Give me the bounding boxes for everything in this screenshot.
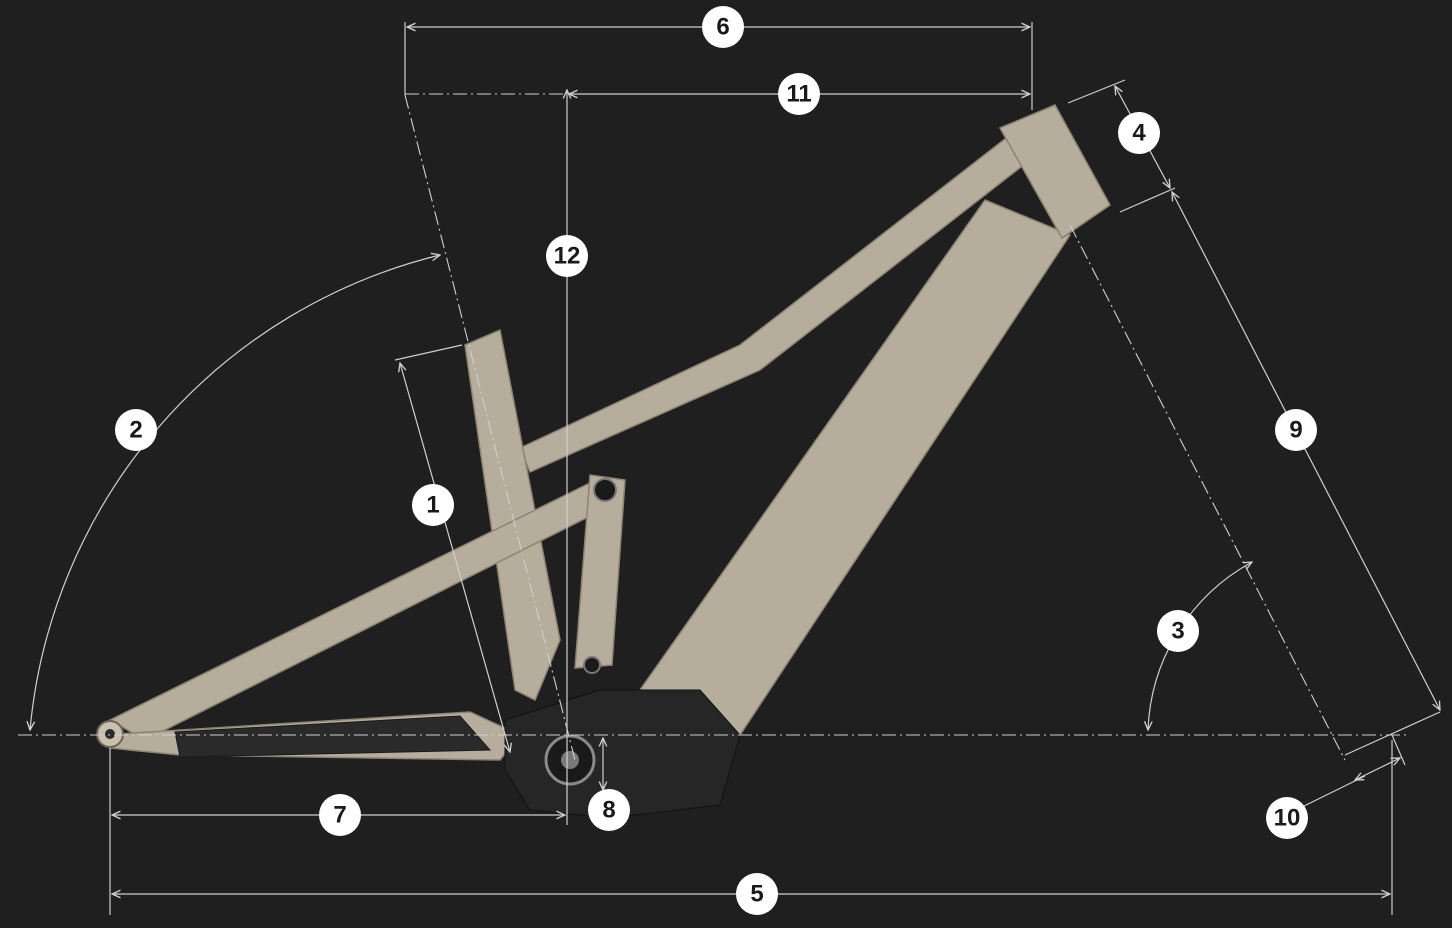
svg-text:7: 7 [333, 802, 346, 829]
label-badge-8: 8 [588, 789, 630, 831]
label-badge-9: 9 [1275, 409, 1317, 451]
label-badge-4: 4 [1118, 112, 1160, 154]
pivot-upper [593, 478, 617, 502]
dimension-2-arc [30, 255, 440, 730]
rocker-link [574, 474, 626, 669]
svg-text:1: 1 [426, 492, 439, 519]
label-badge-3: 3 [1157, 610, 1199, 652]
svg-text:8: 8 [602, 797, 615, 824]
svg-text:3: 3 [1171, 618, 1184, 645]
seat-axis-line [404, 94, 576, 761]
svg-text:10: 10 [1274, 805, 1301, 832]
pivot-lower [583, 656, 601, 674]
svg-text:5: 5 [750, 881, 763, 908]
dimension-10-line [1355, 758, 1400, 780]
dimension-lines [18, 22, 1440, 915]
dimension-9-line [1172, 192, 1440, 710]
svg-text:11: 11 [786, 81, 811, 108]
label-badge-11: 11 [778, 73, 820, 115]
svg-text:9: 9 [1289, 417, 1302, 444]
label-badge-10: 10 [1266, 797, 1308, 839]
svg-text:2: 2 [129, 417, 142, 444]
svg-text:12: 12 [554, 243, 581, 270]
steering-axis-line [1069, 224, 1346, 761]
svg-text:6: 6 [716, 14, 729, 41]
label-badge-2: 2 [115, 409, 157, 451]
bike-frame [96, 104, 1111, 819]
label-badge-5: 5 [736, 873, 778, 915]
svg-text:4: 4 [1132, 120, 1146, 147]
motor-housing [504, 689, 741, 819]
label-badge-6: 6 [702, 6, 744, 48]
head-tube [998, 104, 1111, 240]
label-badge-1: 1 [412, 484, 454, 526]
label-badge-12: 12 [546, 235, 588, 277]
rear-axle [105, 729, 115, 739]
label-badge-7: 7 [319, 794, 361, 836]
